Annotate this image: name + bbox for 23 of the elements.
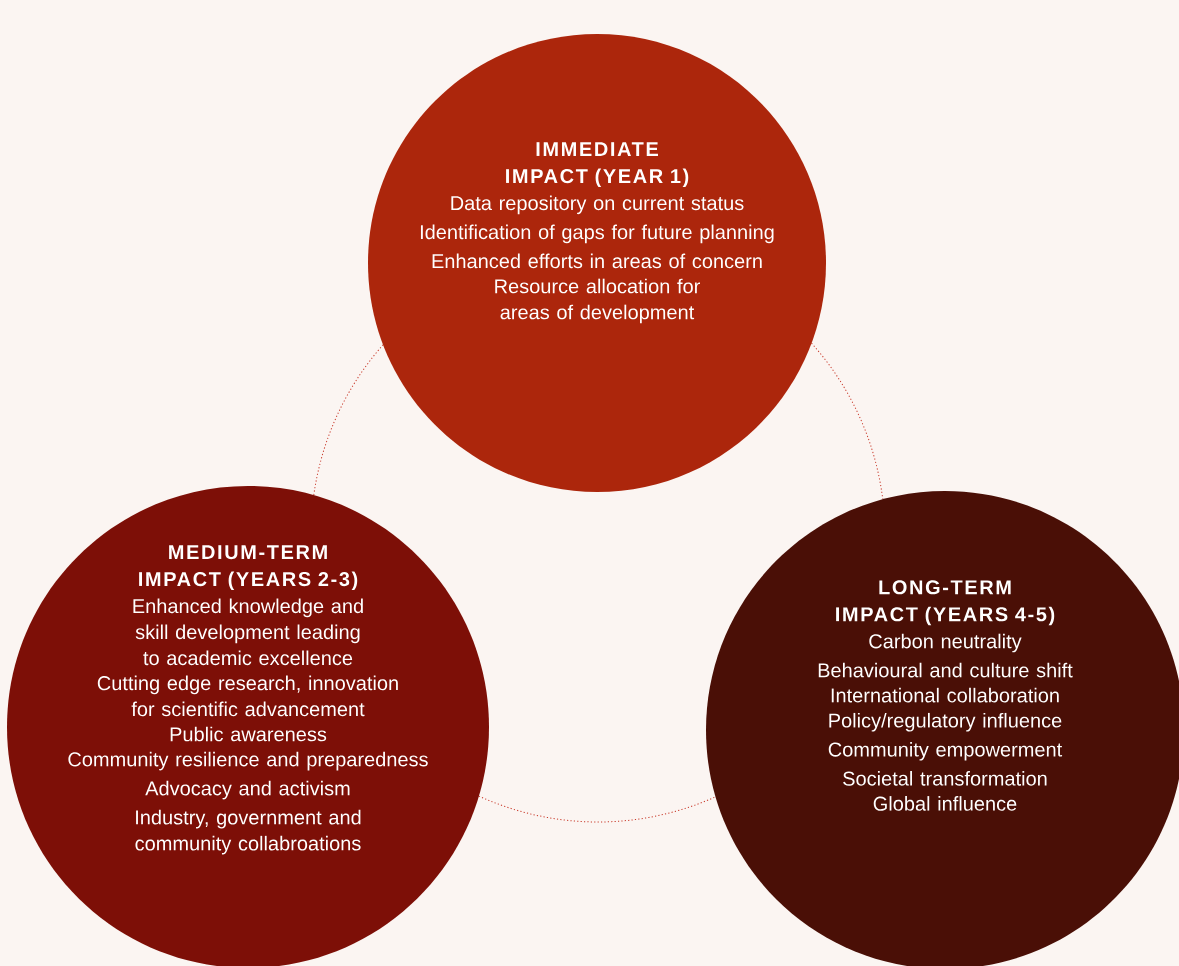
item-text: Resource allocation for areas of development [495,278,700,324]
item-text: Behavioural and culture shift [818,662,1073,678]
heading-text: MEDIUM-TERM IMPACT (YEARS 2-3) [139,545,358,591]
item-text: Carbon neutrality [869,633,1022,653]
item-text: Policy/regulatory influence [829,712,1062,732]
item-text: Community empowerment [828,741,1063,761]
item-text: Global influence [873,796,1017,811]
item-text: Identification of gaps for future planning [420,224,774,244]
item-text: Community resilience and preparedness [68,751,428,771]
item-text: Enhanced efforts in areas of concern [432,253,762,269]
dotted-arc [313,344,384,496]
item-text: Data repository on current status [451,195,744,215]
item-text: Industry, government and community collabroations [135,809,361,855]
item-text: Societal transformation [843,771,1047,786]
item-text: Public awareness [170,726,327,742]
item-text: Enhanced knowledge and skill development leading to academic excellence [133,598,363,666]
heading-text: IMMEDIATE IMPACT (YEAR 1) [506,142,689,188]
item-text: Cutting edge research, innovation for scientific advancement [97,675,398,717]
heading-text: LONG-TERM IMPACT (YEARS 4-5) [836,580,1055,626]
item-text: Advocacy and activism [145,780,350,800]
impact-circle [368,34,826,492]
dotted-arc [811,342,884,500]
item-text: International collaboration [831,687,1059,703]
